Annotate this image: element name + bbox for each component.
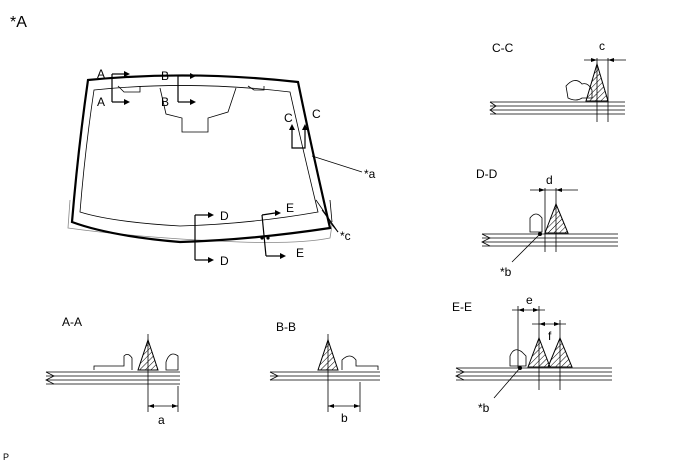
arrowhead: [190, 99, 196, 105]
break-lines: [269, 371, 279, 381]
section-c-c-title: C-C: [492, 41, 514, 55]
section-e-e-title: E-E: [452, 300, 472, 314]
glass-layers: [482, 233, 618, 247]
arrow-label-a-bottom: A: [97, 95, 105, 109]
glass-layers: [270, 371, 380, 381]
marker-dot: [260, 236, 264, 240]
callout-b-dd: *b: [500, 265, 512, 279]
arrowhead: [556, 188, 562, 192]
arrow-label-e-bottom: E: [296, 246, 304, 260]
section-e-arrow-top: [261, 212, 276, 216]
section-c-line: [291, 130, 306, 149]
corner-left: [71, 199, 75, 219]
corner-right: [329, 199, 333, 223]
arrow-label-e-top: E: [286, 201, 294, 215]
section-d-d-title: D-D: [476, 167, 498, 181]
sensor-bracket-right: [247, 85, 265, 91]
break-lines: [489, 101, 497, 115]
glass-layers: [456, 367, 612, 381]
molding: [93, 354, 133, 370]
urethane-bead: [544, 202, 569, 234]
section-marker-c: C C: [284, 107, 321, 149]
molding-clip: [565, 80, 593, 101]
section-marker-a: A A: [97, 67, 130, 109]
break-lines: [45, 371, 55, 385]
section-d-d: D-D d *b: [476, 167, 618, 279]
glass-layers: [46, 371, 180, 385]
arrowhead: [124, 71, 130, 77]
leader-line-c3: [327, 219, 339, 233]
break-lines: [455, 367, 465, 381]
body-outline: [67, 199, 333, 243]
callout-a: *a: [364, 167, 376, 181]
arrow-label-d-top: D: [220, 209, 229, 223]
arrowhead: [275, 210, 281, 216]
arrowhead: [354, 404, 360, 408]
arrowhead: [289, 124, 295, 130]
arrowhead: [208, 257, 214, 263]
dim-label-e: e: [526, 293, 533, 307]
section-marker-e: E E: [260, 201, 304, 260]
section-a-a-title: A-A: [62, 315, 82, 329]
leader-line-a: [311, 155, 363, 173]
leader-line-b: [493, 367, 521, 399]
arrowhead: [539, 188, 545, 192]
molding-clip: [165, 353, 179, 371]
windshield: [67, 74, 333, 244]
section-marker-d: D D: [194, 209, 229, 268]
dim-label-a: a: [158, 413, 165, 427]
arrow-label-a-top: A: [97, 67, 105, 81]
arrowhead: [190, 73, 196, 79]
section-e-e: E-E e f *b: [452, 293, 612, 415]
section-b-b: B-B b: [269, 320, 380, 425]
dim-label-b: b: [341, 411, 348, 425]
section-marker-b: B B: [161, 69, 196, 109]
dim-label-d: d: [546, 173, 553, 187]
glass-inner-edge: [79, 85, 319, 227]
dim-label-c: c: [599, 39, 605, 53]
callout-b-ee: *b: [478, 401, 490, 415]
arrow-label-c-left: C: [284, 111, 293, 125]
molding-clip: [529, 213, 543, 233]
glass-outer-edge: [70, 74, 332, 244]
leader-line-b: [511, 233, 541, 263]
arrowhead: [591, 58, 597, 62]
corner-note: P: [3, 452, 9, 462]
arrow-label-b-bottom: B: [161, 95, 169, 109]
section-b-b-title: B-B: [276, 320, 296, 334]
section-e-line: [261, 214, 267, 257]
arrowhead: [208, 212, 214, 218]
sensor-bracket-left: [117, 85, 141, 93]
callout-c: *c: [340, 229, 351, 243]
glass-layers: [490, 101, 625, 115]
break-lines: [481, 233, 491, 247]
callouts: *a *c: [311, 155, 376, 243]
mirror-mount: [159, 87, 237, 133]
arrowhead: [172, 404, 178, 408]
arrow-label-d-bottom: D: [220, 254, 229, 268]
diagram-title: *A: [10, 14, 27, 31]
arrowhead: [328, 404, 334, 408]
section-a-a: A-A a: [45, 315, 180, 427]
arrowhead: [533, 308, 539, 312]
section-c-c: C-C c: [489, 39, 626, 122]
arrowhead: [518, 308, 524, 312]
arrowhead: [554, 322, 560, 326]
arrowhead: [539, 322, 545, 326]
marker-dot: [266, 236, 270, 240]
arrow-label-c-right: C: [312, 107, 321, 121]
arrowhead: [124, 99, 130, 105]
dim-label-f: f: [548, 329, 552, 343]
arrowhead: [148, 404, 154, 408]
arrow-label-b-top: B: [161, 69, 169, 83]
arrowhead: [302, 124, 308, 130]
arrowhead: [608, 58, 614, 62]
molding: [341, 355, 379, 370]
arrowhead: [280, 253, 286, 259]
